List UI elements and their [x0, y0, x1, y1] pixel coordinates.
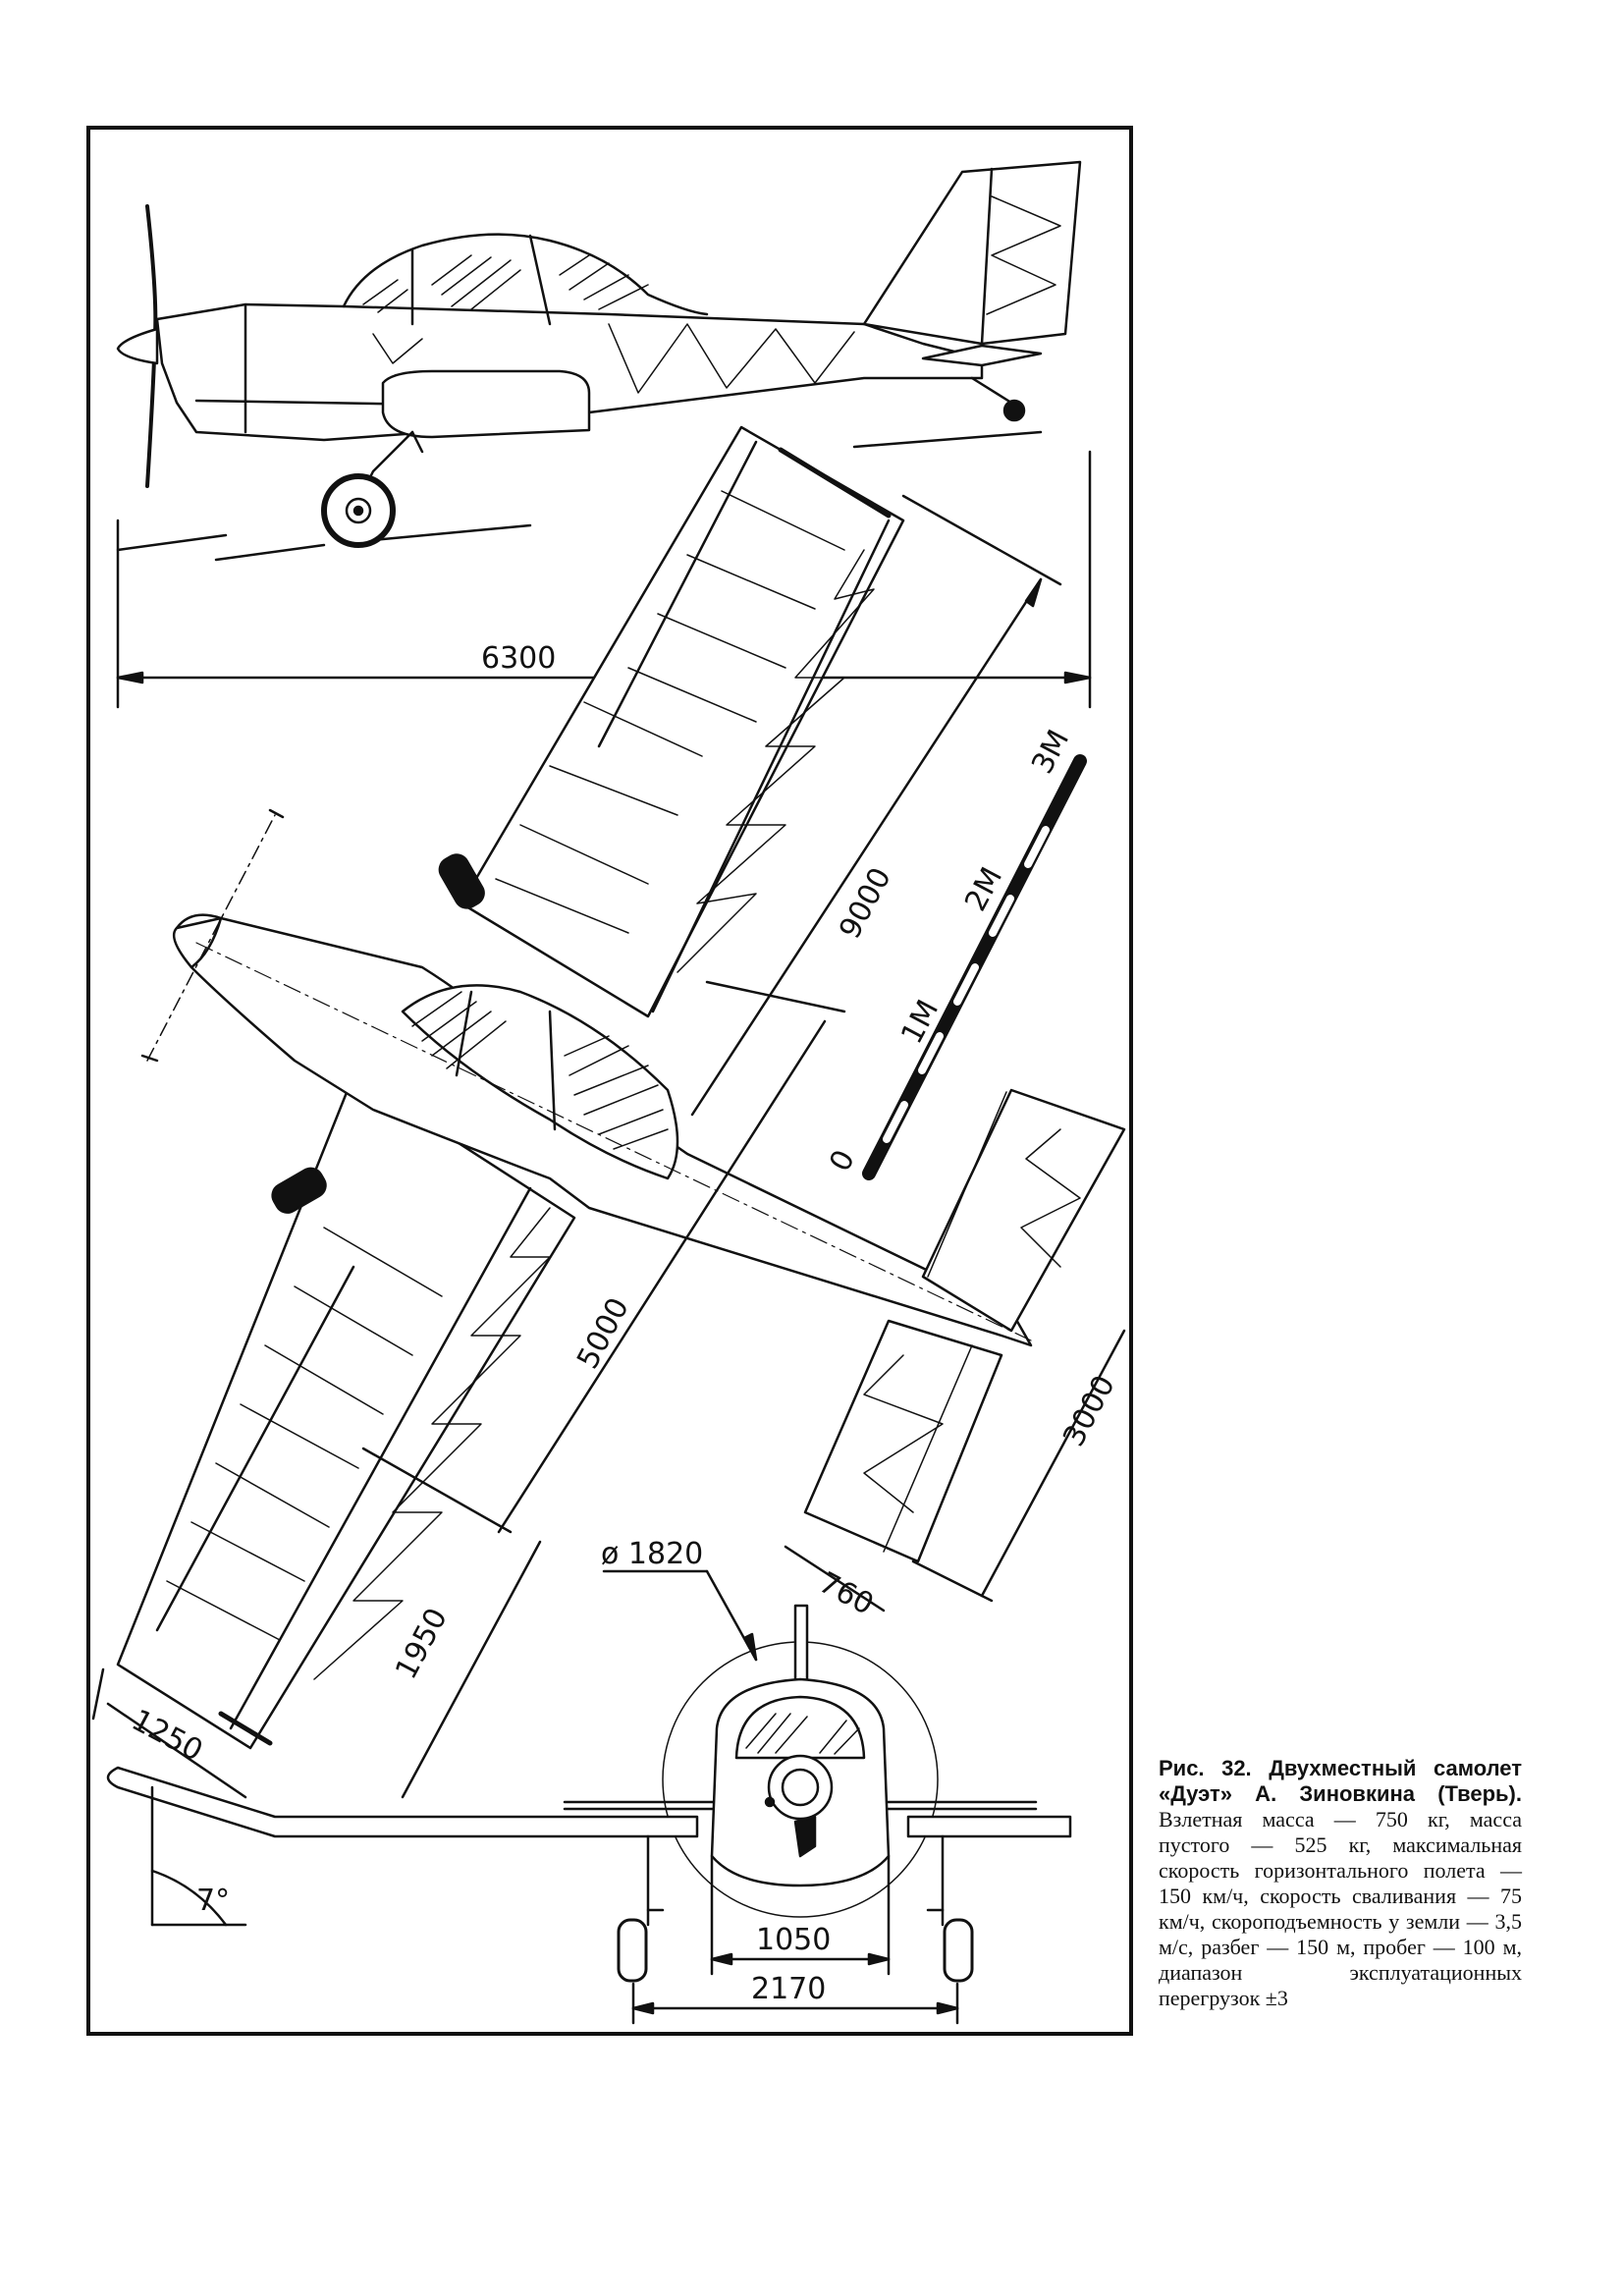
front-view [106, 1604, 1072, 1983]
scale-label-0: 0 [823, 1144, 862, 1176]
dim-dihedral: 7° [150, 1785, 247, 1927]
dim-label-prop: ø 1820 [601, 1537, 703, 1571]
top-view [116, 425, 1126, 1750]
dim-wing-section-2: 1950 [389, 1540, 542, 1799]
dim-label-dihedral: 7° [196, 1884, 230, 1918]
figure-caption: Рис. 32. Двухместный самолет «Дуэт» А. З… [1159, 1756, 1522, 2011]
dim-label-760: 760 [813, 1565, 879, 1622]
dim-label-9000: 9000 [833, 862, 898, 945]
dim-prop-diameter: ø 1820 [601, 1537, 758, 1662]
dim-cabin-width: 1050 [710, 1854, 891, 1976]
side-view [116, 160, 1082, 562]
caption-title: Рис. 32. Двухместный самолет «Дуэт» А. З… [1159, 1756, 1522, 1806]
caption-body: Взлетная масса — 750 кг, масса пустого —… [1159, 1807, 1522, 2010]
dim-label-2170: 2170 [751, 1972, 826, 2006]
dim-label-1950: 1950 [389, 1603, 455, 1685]
dim-label-6300: 6300 [481, 641, 556, 676]
dim-label-3000: 3000 [1056, 1370, 1122, 1452]
drawing-frame [86, 126, 1133, 2036]
dim-label-1050: 1050 [756, 1923, 831, 1957]
dim-gear-track: 2170 [631, 1972, 959, 2025]
